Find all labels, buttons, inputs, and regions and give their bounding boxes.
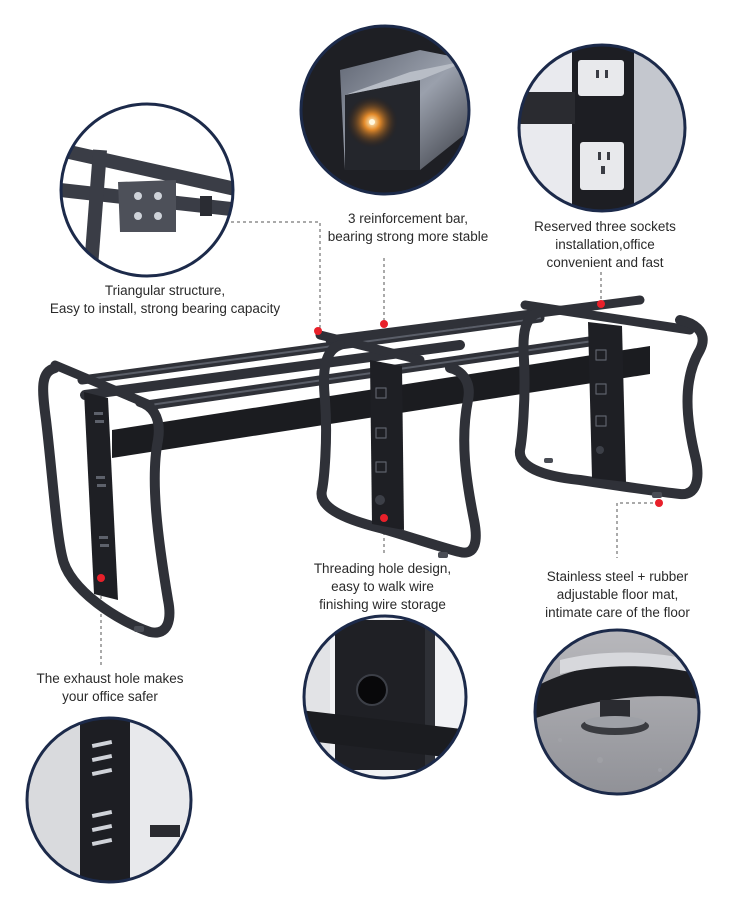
callout-triangular: Triangular structure, Easy to install, s…	[30, 282, 300, 318]
callout-triangular-line-2: Easy to install, strong bearing capacity	[49, 301, 281, 316]
callout-exhaust: The exhaust hole makes your office safer	[25, 670, 195, 706]
marker-sockets	[597, 300, 605, 308]
marker-floor-mat	[655, 499, 663, 507]
detail-circle-sockets	[517, 43, 687, 213]
callout-threading-line-2: easy to walk wire	[331, 579, 434, 594]
callout-sockets-line-2: installation,office	[555, 237, 655, 252]
marker-threading	[380, 514, 388, 522]
callout-floor-mat-line-1: Stainless steel + rubber	[546, 569, 689, 584]
callout-sockets: Reserved three sockets installation,offi…	[520, 218, 690, 272]
callout-reinforcement-line-1: 3 reinforcement bar,	[347, 211, 469, 226]
callout-exhaust-line-1: The exhaust hole makes	[36, 671, 184, 686]
callout-threading-line-1: Threading hole design,	[313, 561, 452, 576]
detail-circle-floor-mat	[533, 628, 701, 796]
callout-floor-mat-line-3: intimate care of the floor	[545, 605, 690, 620]
detail-circle-reinforcement	[299, 24, 471, 196]
callout-sockets-line-3: convenient and fast	[546, 255, 664, 270]
callout-threading-line-3: finishing wire storage	[319, 597, 446, 612]
callout-reinforcement: 3 reinforcement bar, bearing strong more…	[308, 210, 508, 246]
callout-sockets-line-1: Reserved three sockets	[534, 219, 676, 234]
callout-floor-mat-line-2: adjustable floor mat,	[556, 587, 679, 602]
marker-exhaust	[97, 574, 105, 582]
callout-triangular-line-1: Triangular structure,	[104, 283, 226, 298]
marker-triangular	[314, 327, 322, 335]
callout-floor-mat: Stainless steel + rubber adjustable floo…	[525, 568, 710, 622]
desk-frame	[38, 295, 708, 638]
callout-threading: Threading hole design, easy to walk wire…	[300, 560, 465, 614]
callout-exhaust-line-2: your office safer	[62, 689, 158, 704]
marker-reinforcement	[380, 320, 388, 328]
red-dot-markers	[97, 300, 663, 582]
callout-reinforcement-line-2: bearing strong more stable	[327, 229, 489, 244]
detail-circle-triangular	[59, 102, 235, 278]
detail-circle-exhaust	[25, 716, 193, 884]
detail-circle-threading	[302, 614, 468, 780]
